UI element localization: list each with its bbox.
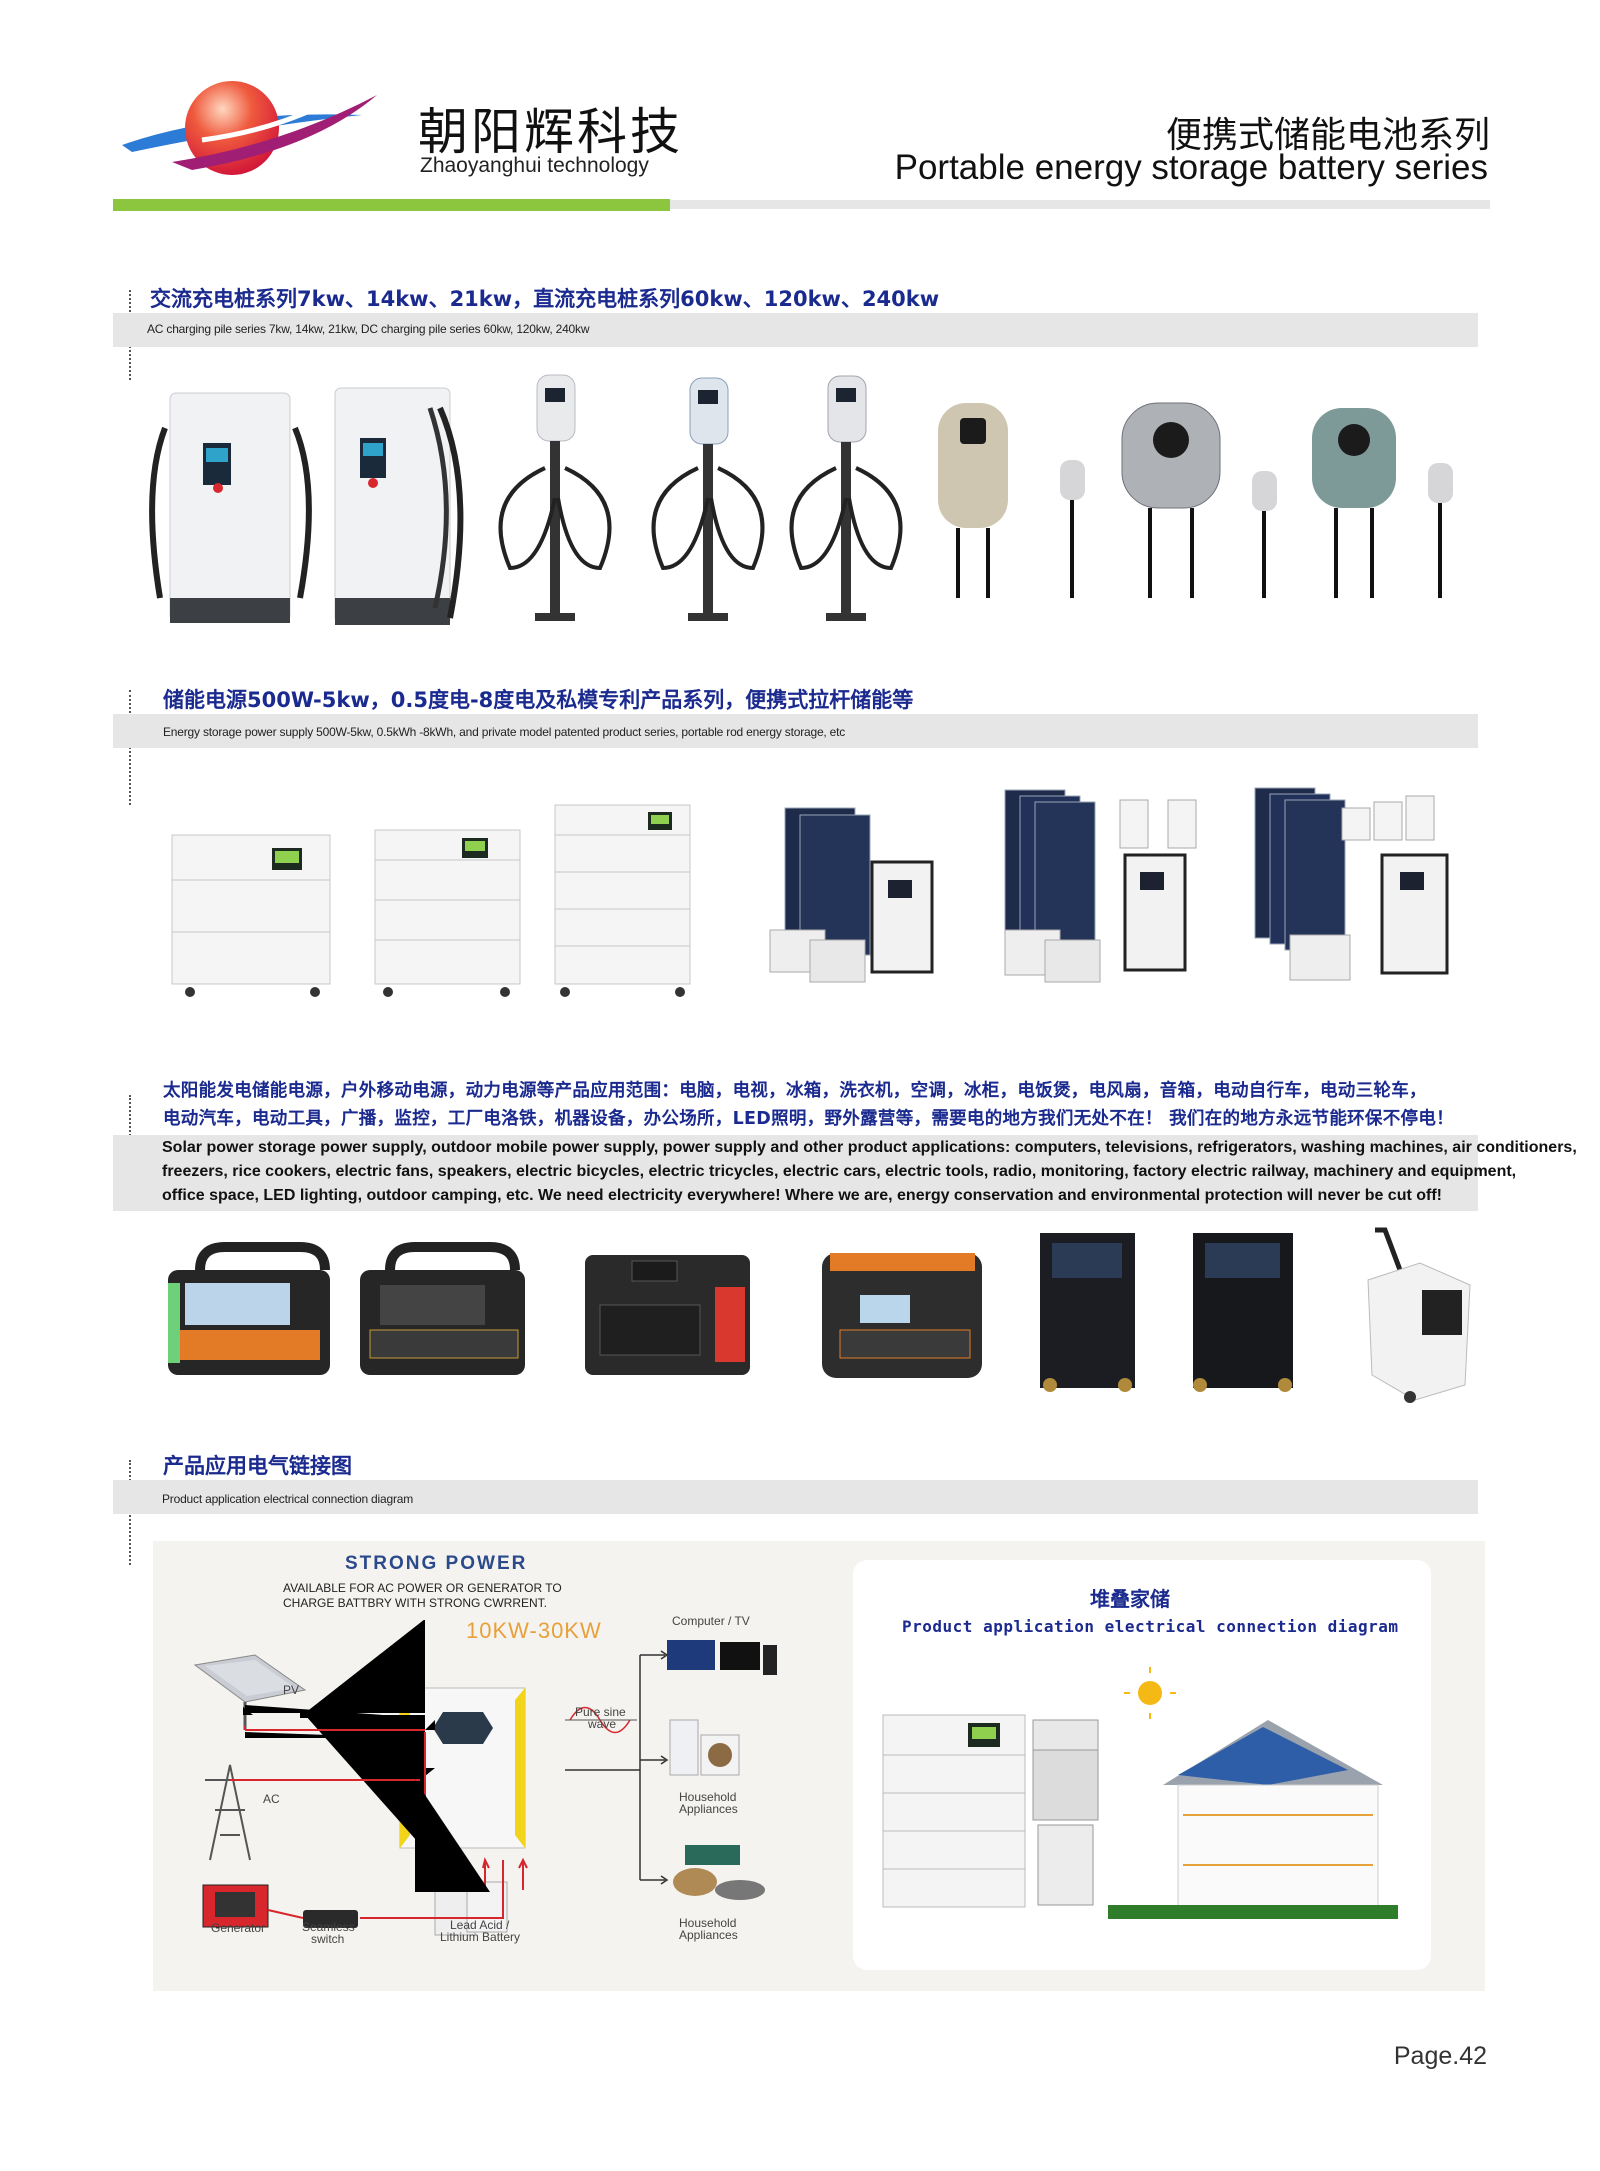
portable-station-4 bbox=[822, 1253, 982, 1378]
applications-text-en-line3: office space, LED lighting, outdoor camp… bbox=[162, 1187, 1443, 1204]
household-appliances-icon bbox=[673, 1845, 765, 1900]
diagram-section-title: 产品应用电气链接图 bbox=[163, 1454, 352, 1478]
home-storage-title-en: Product application electrical connectio… bbox=[902, 1617, 1399, 1636]
portable-station-2 bbox=[360, 1242, 525, 1375]
ac-stand-charger-2 bbox=[651, 377, 765, 621]
battery-label-2: Lithium Battery bbox=[440, 1930, 521, 1944]
stacked-home-battery-small bbox=[1032, 1719, 1099, 1906]
company-logo bbox=[122, 81, 377, 175]
seamless-switch-label-1: Seamless bbox=[302, 1920, 355, 1934]
household-appliances-icon bbox=[669, 1719, 740, 1776]
solar-kit-large bbox=[1254, 787, 1449, 981]
strong-power-note-line1: AVAILABLE FOR AC POWER OR GENERATOR TO bbox=[283, 1581, 562, 1595]
applications-text-cn-line2: 电动汽车，电动工具，广播，监控，工厂电洛铁，机器设备，办公场所，LED照明，野外… bbox=[163, 1109, 1454, 1129]
portable-station-1 bbox=[168, 1242, 330, 1375]
ac-stand-charger-1 bbox=[498, 374, 612, 621]
appliances-label-a1: Household bbox=[679, 1790, 737, 1804]
sun-icon bbox=[1124, 1667, 1176, 1719]
ac-label: AC bbox=[263, 1792, 280, 1806]
diagram-subtitle-band bbox=[113, 1480, 1478, 1514]
power-range-label: 10KW-30KW bbox=[466, 1618, 602, 1643]
stacked-battery-2-tier bbox=[171, 834, 331, 997]
wallbox-charger-3 bbox=[1312, 408, 1453, 598]
portable-trolley-unit bbox=[1367, 1227, 1471, 1403]
appliances-label-b2: Appliances bbox=[679, 1928, 738, 1942]
trolley-battery-3000w bbox=[1040, 1233, 1135, 1392]
pv-panel-icon bbox=[193, 1654, 307, 1730]
pure-sine-wave-label-1: Pure sine bbox=[575, 1705, 626, 1719]
solar-kit-medium bbox=[1004, 789, 1197, 983]
charging-subtitle-band bbox=[113, 313, 1478, 347]
battery-label-1: Lead Acid / bbox=[450, 1918, 510, 1932]
strong-power-wiring-diagram bbox=[193, 1620, 777, 1936]
strong-power-note-line2: CHARGE BATTBRY WITH STRONG CWRRENT. bbox=[283, 1596, 548, 1610]
solar-house-icon bbox=[1108, 1720, 1398, 1919]
brand-name-cn: 朝阳辉科技 bbox=[418, 103, 683, 161]
wallbox-charger-1 bbox=[938, 403, 1085, 598]
portable-power-products bbox=[168, 1227, 1471, 1403]
header-divider-green bbox=[113, 199, 670, 211]
storage-section-title: 储能电源500W-5kw，0.5度电-8度电及私模专利产品系列，便携式拉杆储能等 bbox=[163, 688, 914, 712]
diagram-section-subtitle: Product application electrical connectio… bbox=[162, 1492, 414, 1506]
computer-tv-label: Computer / TV bbox=[672, 1614, 750, 1628]
pv-label: PV bbox=[283, 1683, 300, 1697]
stacked-home-battery-large bbox=[882, 1714, 1026, 1908]
header-divider-grey bbox=[670, 200, 1490, 209]
portable-station-3 bbox=[585, 1255, 750, 1375]
seamless-switch-icon bbox=[303, 1910, 358, 1928]
computer-tv-icon bbox=[667, 1640, 777, 1675]
seamless-switch-label-2: switch bbox=[311, 1932, 345, 1946]
storage-power-products bbox=[171, 787, 1449, 997]
appliances-label-b1: Household bbox=[679, 1916, 737, 1930]
appliances-label-a2: Appliances bbox=[679, 1802, 738, 1816]
stacked-battery-3-tier bbox=[374, 829, 521, 997]
trolley-battery-5000w bbox=[1193, 1233, 1293, 1392]
page-number: Page.42 bbox=[1393, 2042, 1487, 2070]
power-pylon-icon bbox=[205, 1764, 255, 1861]
charging-section-title: 交流充电桩系列7kw、14kw、21kw，直流充电桩系列60kw、120kw、2… bbox=[150, 287, 940, 311]
solar-kit-small bbox=[769, 807, 934, 983]
applications-text-en-line2: freezers, rice cookers, electric fans, s… bbox=[162, 1163, 1517, 1180]
series-title-cn: 便携式储能电池系列 bbox=[1165, 115, 1490, 156]
wallbox-charger-2 bbox=[1121, 402, 1277, 598]
applications-text-cn-line1: 太阳能发电储能电源，户外移动电源，动力电源等产品应用范围：电脑，电视，冰箱，洗衣… bbox=[163, 1081, 1427, 1101]
home-storage-title-cn: 堆叠家储 bbox=[1090, 1587, 1170, 1611]
home-storage-illustration bbox=[882, 1667, 1398, 1919]
charging-section-subtitle: AC charging pile series 7kw, 14kw, 21kw,… bbox=[147, 322, 590, 336]
charging-pile-products bbox=[149, 374, 1453, 625]
storage-subtitle-band bbox=[113, 714, 1478, 748]
series-title-en: Portable energy storage battery series bbox=[894, 148, 1488, 187]
dc-charger-1 bbox=[149, 392, 312, 623]
ac-stand-charger-3 bbox=[789, 375, 903, 621]
stacked-battery-4-tier bbox=[554, 804, 691, 997]
applications-text-en-line1: Solar power storage power supply, outdoo… bbox=[162, 1139, 1577, 1156]
brand-name-en: Zhaoyanghui technology bbox=[420, 154, 649, 177]
strong-power-heading: STRONG POWER bbox=[345, 1553, 528, 1574]
applications-text-band bbox=[113, 1135, 1478, 1211]
generator-label: Generator bbox=[211, 1921, 266, 1935]
generator-icon bbox=[202, 1884, 269, 1928]
dc-charger-2 bbox=[334, 387, 464, 625]
storage-section-subtitle: Energy storage power supply 500W-5kw, 0.… bbox=[163, 725, 846, 739]
pure-sine-wave-label-2: wave bbox=[588, 1717, 617, 1731]
